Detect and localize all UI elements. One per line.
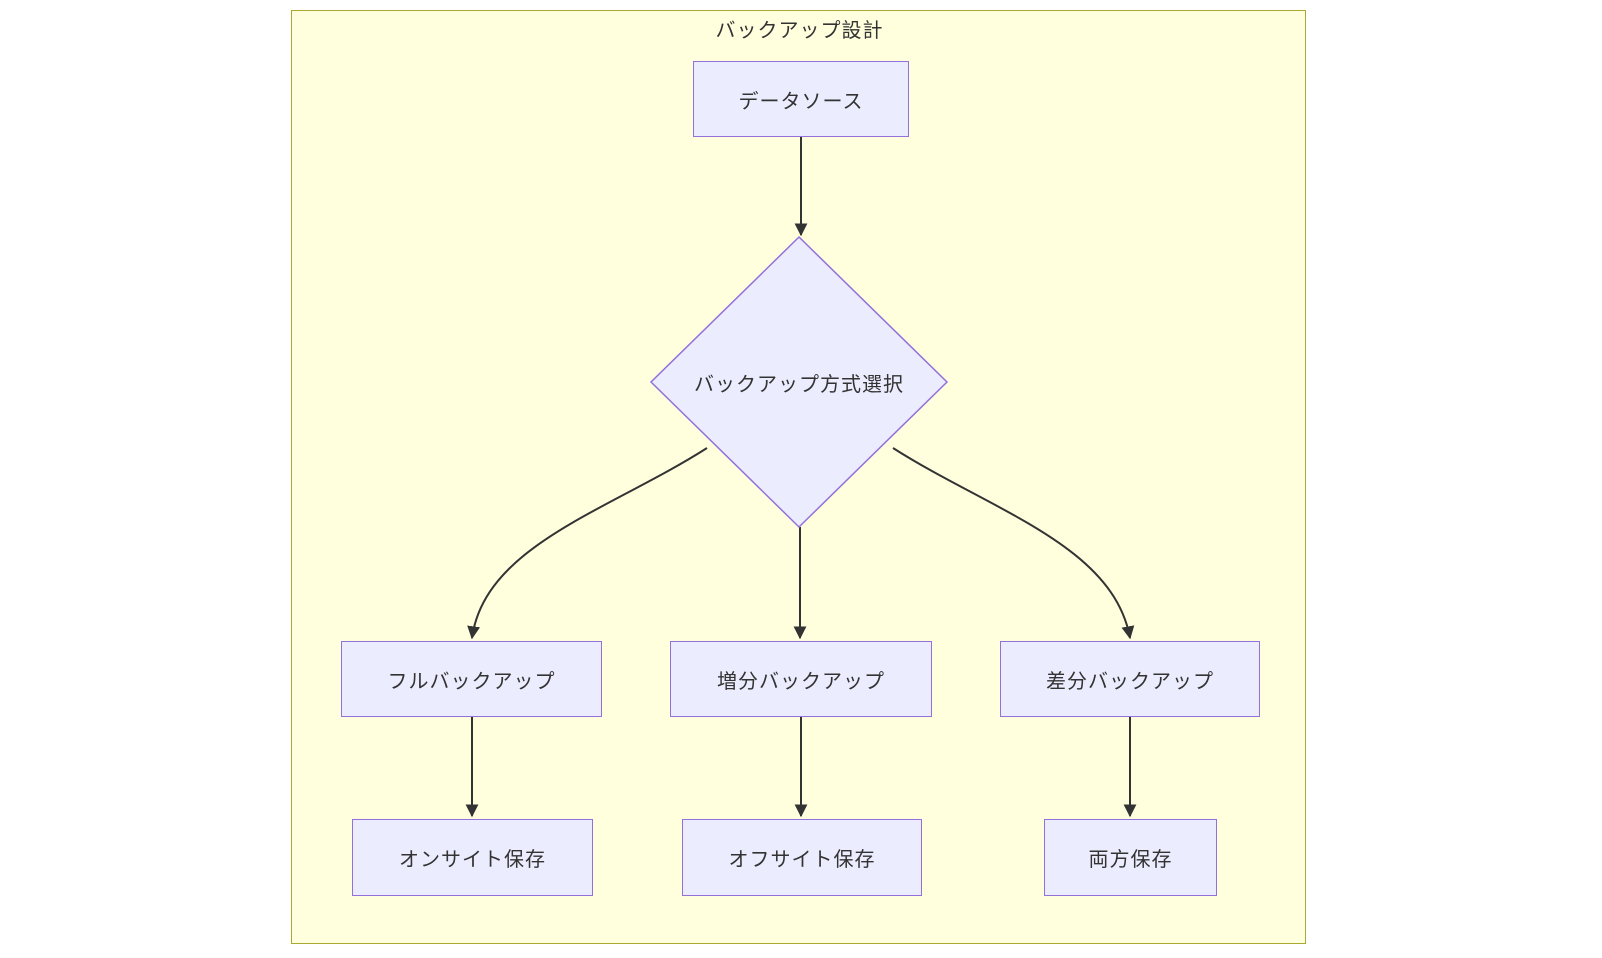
node-onsite-storage: オンサイト保存: [352, 819, 593, 896]
node-incremental-backup: 増分バックアップ: [670, 641, 932, 717]
node-differential-backup: 差分バックアップ: [1000, 641, 1260, 717]
subgraph-title: バックアップ設計: [715, 20, 884, 42]
node-full-backup: フルバックアップ: [341, 641, 602, 717]
node-onsite-storage-label: オンサイト保存: [399, 849, 546, 871]
node-source: データソース: [693, 61, 909, 137]
edge-decision-to-differential: [892, 447, 1135, 640]
node-decision-label: バックアップ方式選択: [694, 374, 904, 396]
node-source-label: データソース: [738, 90, 864, 113]
node-differential-backup-label: 差分バックアップ: [1046, 670, 1214, 693]
node-both-storage: 両方保存: [1044, 819, 1217, 896]
edge-decision-to-full: [467, 447, 708, 640]
node-incremental-backup-label: 増分バックアップ: [717, 670, 885, 693]
node-offsite-storage-label: オフサイト保存: [728, 849, 876, 871]
node-offsite-storage: オフサイト保存: [682, 819, 922, 896]
node-full-backup-label: フルバックアップ: [387, 670, 556, 693]
node-both-storage-label: 両方保存: [1088, 849, 1173, 871]
node-decision-shape: [649, 235, 949, 529]
